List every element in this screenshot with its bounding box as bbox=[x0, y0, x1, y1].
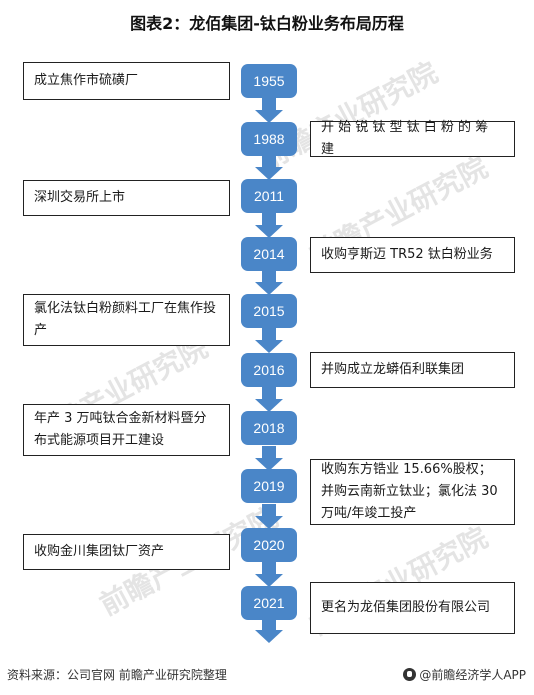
down-arrow bbox=[255, 504, 283, 529]
figure-title: 图表2：龙佰集团-钛白粉业务布局历程 bbox=[130, 14, 404, 33]
event-text: 更名为龙佰集团股份有限公司 bbox=[321, 600, 491, 615]
event-text: 并购成立龙蟒佰利联集团 bbox=[321, 362, 465, 377]
down-arrow bbox=[255, 328, 283, 353]
down-arrow bbox=[255, 155, 283, 180]
down-arrow bbox=[255, 387, 283, 412]
event-box-1955: 成立焦作市硫磺厂 bbox=[23, 62, 230, 100]
year-box-2016: 2016 bbox=[241, 353, 297, 387]
down-arrow bbox=[255, 562, 283, 587]
event-box-2021: 更名为龙佰集团股份有限公司 bbox=[310, 582, 515, 634]
down-arrow bbox=[255, 620, 283, 643]
brand-logo-icon bbox=[403, 668, 417, 681]
event-box-2016: 并购成立龙蟒佰利联集团 bbox=[310, 352, 515, 388]
event-text: 开 始 锐 钛 型 钛 白 粉 的 筹 建 bbox=[321, 120, 489, 157]
event-text: 深圳交易所上市 bbox=[34, 190, 126, 205]
event-text: 成立焦作市硫磺厂 bbox=[34, 73, 139, 88]
source-note: 资料来源：公司官网 前瞻产业研究院整理 bbox=[7, 668, 227, 682]
year-box-2021: 2021 bbox=[241, 586, 297, 620]
down-arrow bbox=[255, 270, 283, 295]
event-box-2015: 氯化法钛白粉颜料工厂在焦作投产 bbox=[23, 294, 230, 346]
event-text: 收购东方锆业 15.66%股权；并购云南新立钛业；氯化法 30 万吨/年竣工投产 bbox=[321, 462, 498, 521]
year-box-2018: 2018 bbox=[241, 411, 297, 445]
year-box-2020: 2020 bbox=[241, 528, 297, 562]
event-text: 氯化法钛白粉颜料工厂在焦作投产 bbox=[34, 301, 217, 338]
event-text: 收购亨斯迈 TR52 钛白粉业务 bbox=[321, 247, 493, 262]
event-box-2020: 收购金川集团钛厂资产 bbox=[23, 534, 230, 570]
event-text: 收购金川集团钛厂资产 bbox=[34, 544, 165, 559]
year-box-1955: 1955 bbox=[241, 64, 297, 98]
brand-credit: @前瞻经济学人APP bbox=[403, 666, 526, 683]
year-box-2011: 2011 bbox=[241, 179, 297, 213]
event-box-2019: 收购东方锆业 15.66%股权；并购云南新立钛业；氯化法 30 万吨/年竣工投产 bbox=[310, 459, 515, 525]
event-box-1988: 开 始 锐 钛 型 钛 白 粉 的 筹 建 bbox=[310, 120, 515, 157]
year-box-2019: 2019 bbox=[241, 469, 297, 503]
event-box-2018: 年产 3 万吨钛合金新材料暨分布式能源项目开工建设 bbox=[23, 404, 230, 456]
year-box-1988: 1988 bbox=[241, 122, 297, 156]
event-box-2011: 深圳交易所上市 bbox=[23, 180, 230, 216]
down-arrow bbox=[255, 213, 283, 238]
year-box-2015: 2015 bbox=[241, 294, 297, 328]
year-box-2014: 2014 bbox=[241, 237, 297, 271]
event-text: 年产 3 万吨钛合金新材料暨分布式能源项目开工建设 bbox=[34, 411, 207, 448]
brand-text: @前瞻经济学人APP bbox=[419, 668, 526, 682]
down-arrow bbox=[255, 446, 283, 471]
event-box-2014: 收购亨斯迈 TR52 钛白粉业务 bbox=[310, 237, 515, 273]
down-arrow bbox=[255, 98, 283, 123]
